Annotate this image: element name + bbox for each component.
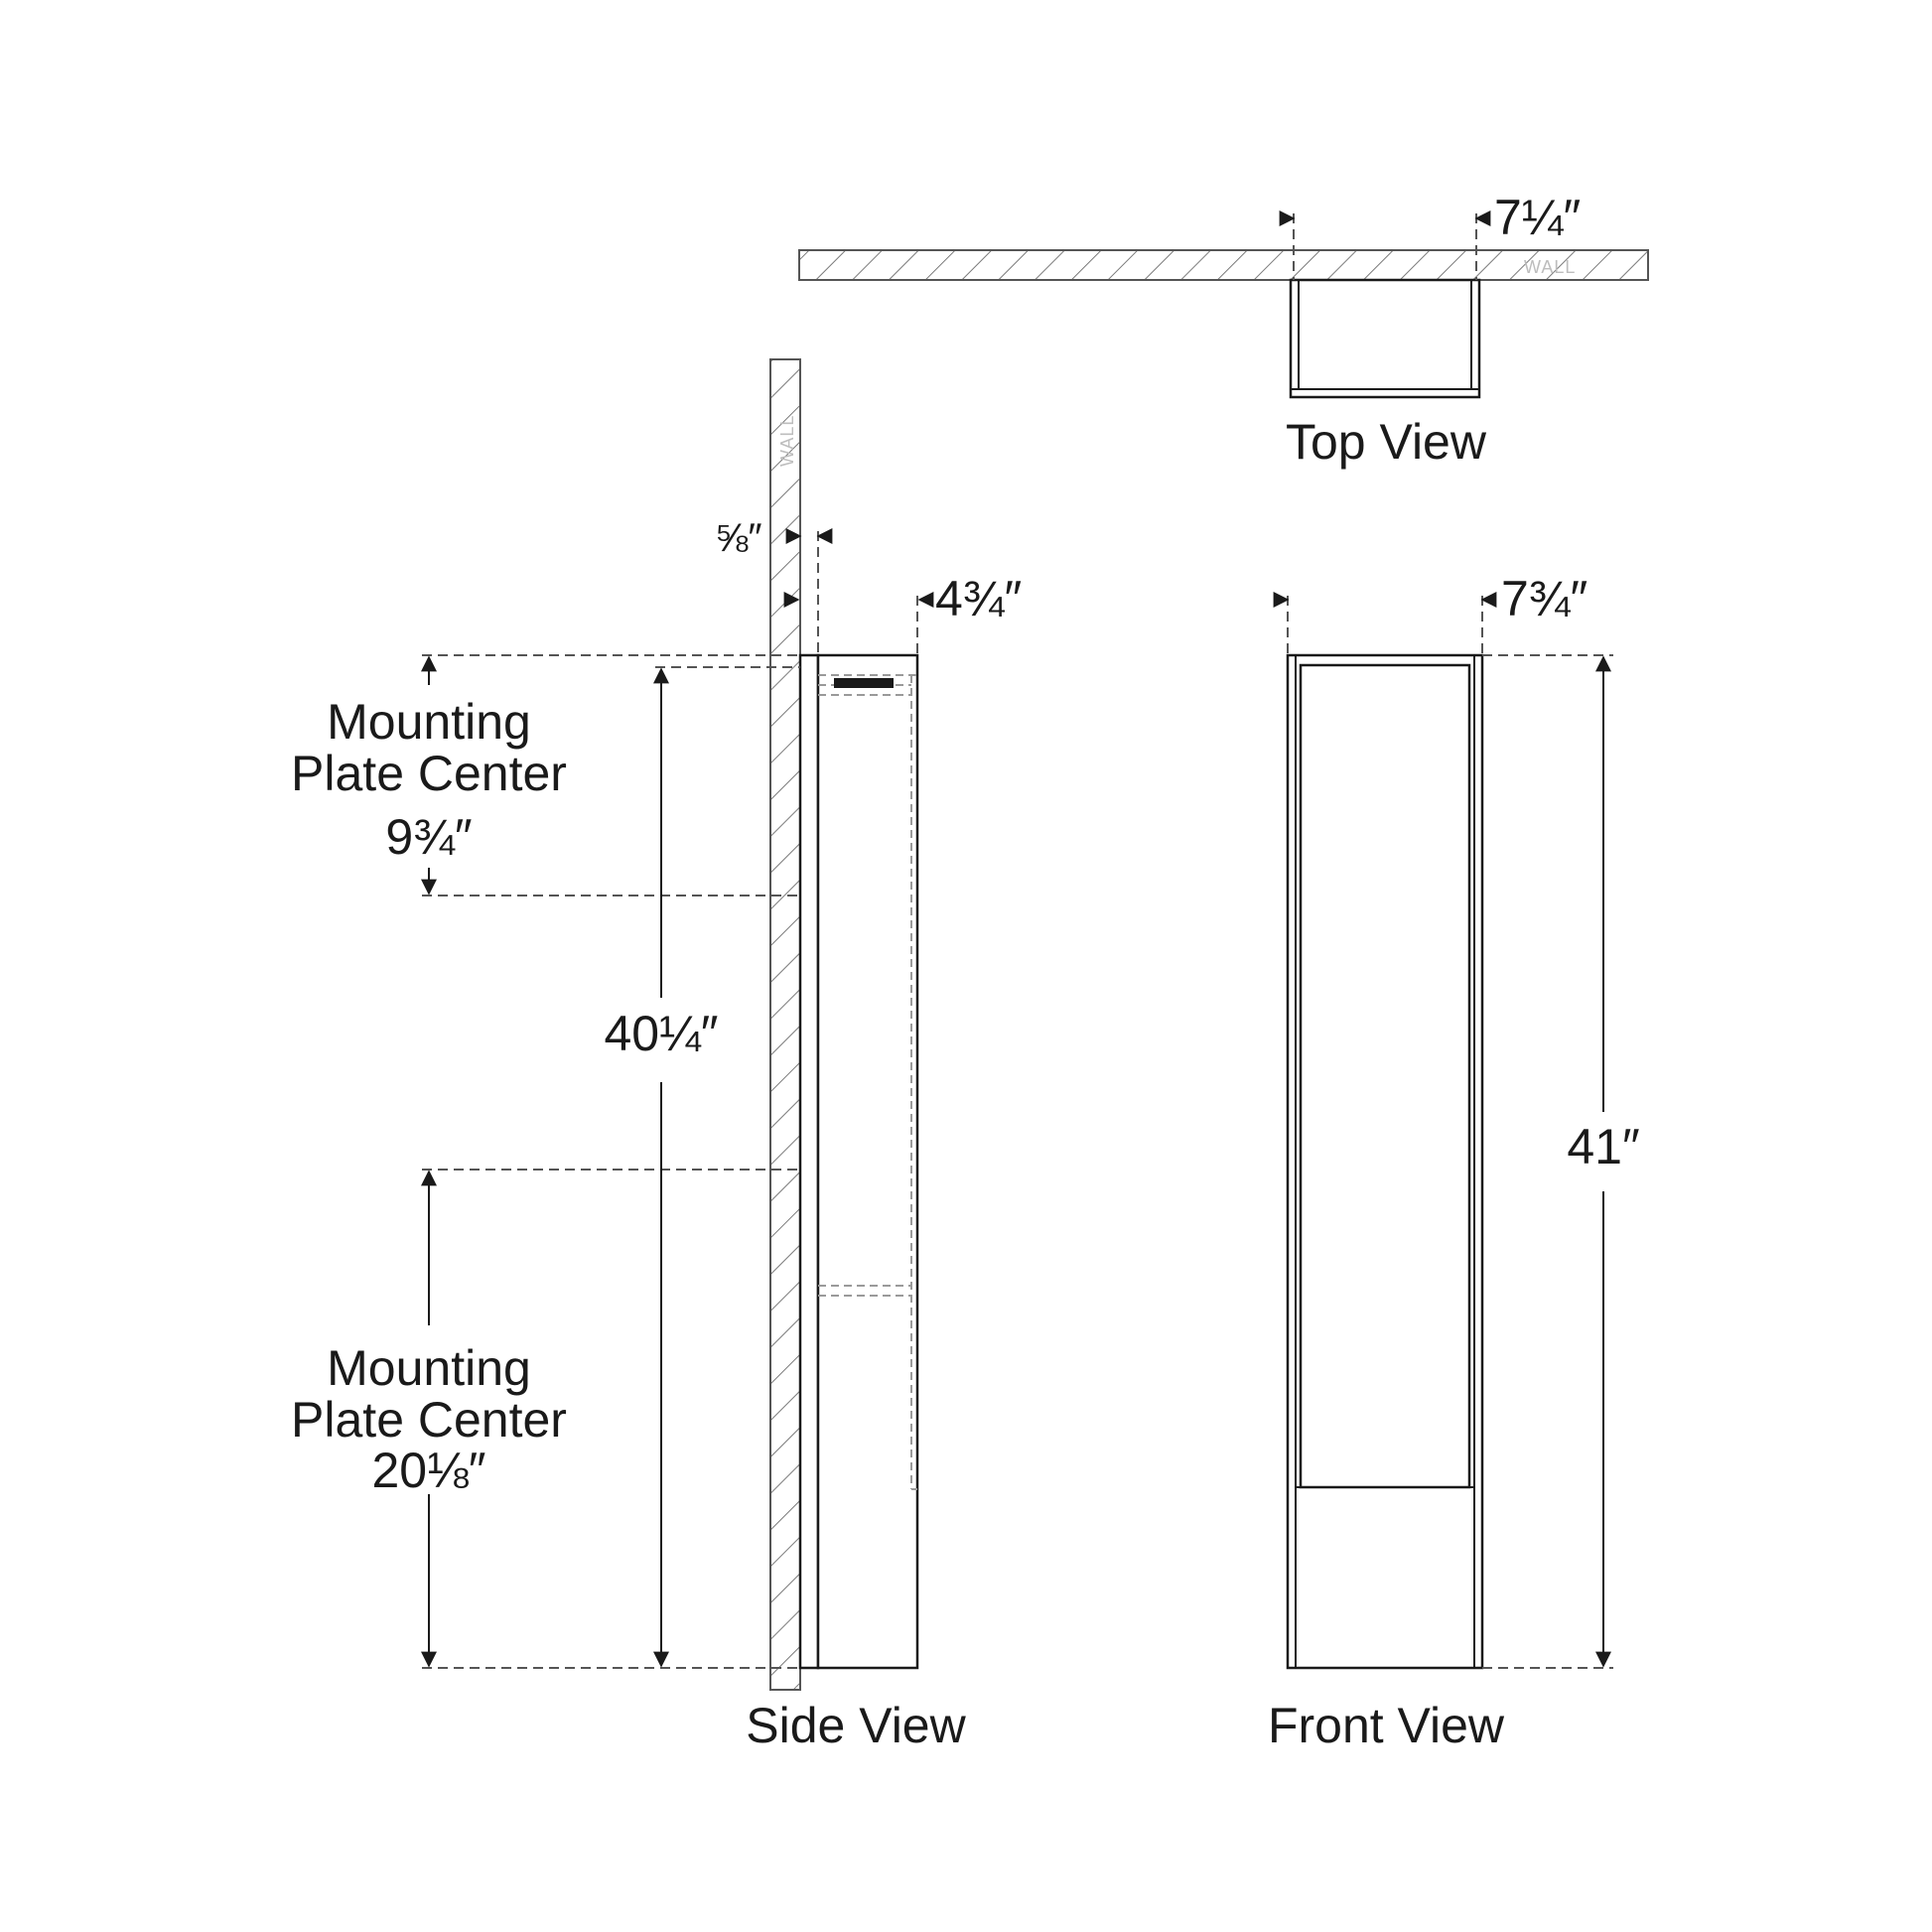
- lower-mount-label-2: Plate Center: [291, 1392, 567, 1448]
- side-view-label: Side View: [746, 1698, 966, 1753]
- top-view-fixture: [1289, 278, 1481, 399]
- side-view-backplate: [798, 653, 820, 1670]
- side-view: WALL ⅝″ 4¾″ 40¼″: [291, 358, 1022, 1753]
- upper-mount-label-2: Plate Center: [291, 746, 567, 801]
- side-view-wall-label: WALL: [777, 415, 797, 467]
- top-view-wall: [798, 249, 1649, 281]
- side-view-depth-dim: 4¾″: [935, 571, 1022, 626]
- lower-mount-dim: 20⅛″: [371, 1443, 485, 1498]
- front-view-width-dim: 7¾″: [1501, 571, 1587, 626]
- top-view-width-dim: 7¼″: [1494, 190, 1581, 245]
- lower-mount-label-1: Mounting: [327, 1340, 531, 1396]
- side-view-mount-upper: [834, 678, 894, 688]
- front-view-height-dim: 41″: [1567, 1119, 1639, 1174]
- front-view-shade: [1299, 663, 1471, 1489]
- upper-mount-label-1: Mounting: [327, 694, 531, 750]
- side-view-backplate-dim: ⅝″: [715, 516, 762, 560]
- upper-mount-dim: 9¾″: [385, 809, 472, 865]
- side-view-overall-dim: 40¼″: [604, 1006, 718, 1061]
- side-view-wall: [769, 358, 801, 1691]
- top-view-label: Top View: [1286, 414, 1487, 470]
- top-view: WALL 7¼″ Top View: [798, 190, 1649, 470]
- top-view-wall-label: WALL: [1524, 257, 1576, 277]
- front-view-label: Front View: [1268, 1698, 1505, 1753]
- side-view-fixture: [816, 653, 919, 1670]
- front-view: 7¾″ 41″ Front View: [1268, 571, 1640, 1753]
